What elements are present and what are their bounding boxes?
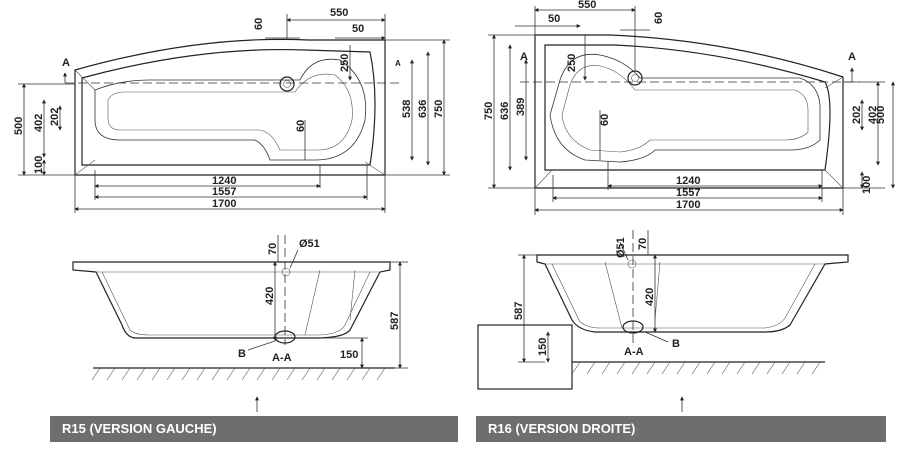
right-dim-60-mid: 60: [599, 114, 611, 126]
right-dim-1557: 1557: [676, 187, 700, 199]
right-dim-150: 150: [537, 338, 549, 356]
left-section-a-start: A: [62, 57, 70, 69]
left-dim-402: 402: [33, 114, 45, 132]
right-label-aa: A-A: [624, 346, 644, 358]
left-dim-1240: 1240: [212, 175, 236, 187]
left-dim-538: 538: [401, 100, 413, 118]
left-dim-587: 587: [389, 312, 401, 330]
left-dim-202: 202: [49, 108, 61, 126]
left-dim-636: 636: [417, 100, 429, 118]
left-section-a-end: A: [395, 59, 401, 68]
left-label-b: B: [238, 348, 246, 360]
right-dim-70: 70: [637, 238, 649, 250]
right-dim-1700: 1700: [676, 199, 700, 211]
right-dim-420: 420: [644, 288, 656, 306]
banner-version-gauche: R15 (VERSION GAUCHE): [50, 416, 458, 442]
left-dim-150: 150: [340, 349, 358, 361]
left-dim-500: 500: [13, 117, 25, 135]
left-dim-60-top: 60: [253, 18, 265, 30]
right-dim-750: 750: [483, 102, 495, 120]
left-dim-1557: 1557: [212, 186, 236, 198]
left-label-aa: A-A: [272, 352, 292, 364]
banner-version-droite: R16 (VERSION DROITE): [476, 416, 886, 442]
right-dim-1240: 1240: [676, 175, 700, 187]
left-dim-100: 100: [33, 156, 45, 174]
right-dim-dia51: Ø51: [615, 237, 627, 258]
left-side-view: 70 Ø51 420 587 150 B A-A: [72, 235, 408, 412]
right-dim-389: 389: [515, 98, 527, 116]
left-dim-420: 420: [264, 287, 276, 305]
right-dim-500: 500: [875, 106, 887, 124]
right-dim-636: 636: [499, 102, 511, 120]
left-dim-750: 750: [433, 100, 445, 118]
right-side-view: 70 Ø51 420 587 150 B A-A: [477, 230, 849, 412]
right-dim-402: 402: [867, 106, 879, 124]
right-section-a-start: A: [520, 51, 528, 63]
right-dim-100: 100: [861, 176, 873, 194]
left-dim-50: 50: [352, 23, 364, 35]
right-dim-587: 587: [513, 302, 525, 320]
left-dim-250: 250: [339, 54, 351, 72]
right-dim-202: 202: [851, 106, 863, 124]
right-label-b: B: [672, 338, 680, 350]
right-dim-50: 50: [548, 13, 560, 25]
right-dim-550: 550: [578, 0, 596, 11]
left-dim-550: 550: [330, 7, 348, 19]
right-section-a-end: A: [848, 51, 856, 63]
left-dim-dia51: Ø51: [299, 238, 320, 250]
left-dim-70: 70: [267, 243, 279, 255]
right-dim-250: 250: [566, 54, 578, 72]
right-top-view: A A 550 50 60 250 60 750 636 389 202 402…: [483, 0, 895, 215]
left-dim-60-mid: 60: [295, 120, 307, 132]
left-top-view: A A 550 60 50 250 60 538 636 750 500 402…: [13, 7, 450, 213]
left-dim-1700: 1700: [212, 198, 236, 210]
right-dim-60-top: 60: [653, 12, 665, 24]
